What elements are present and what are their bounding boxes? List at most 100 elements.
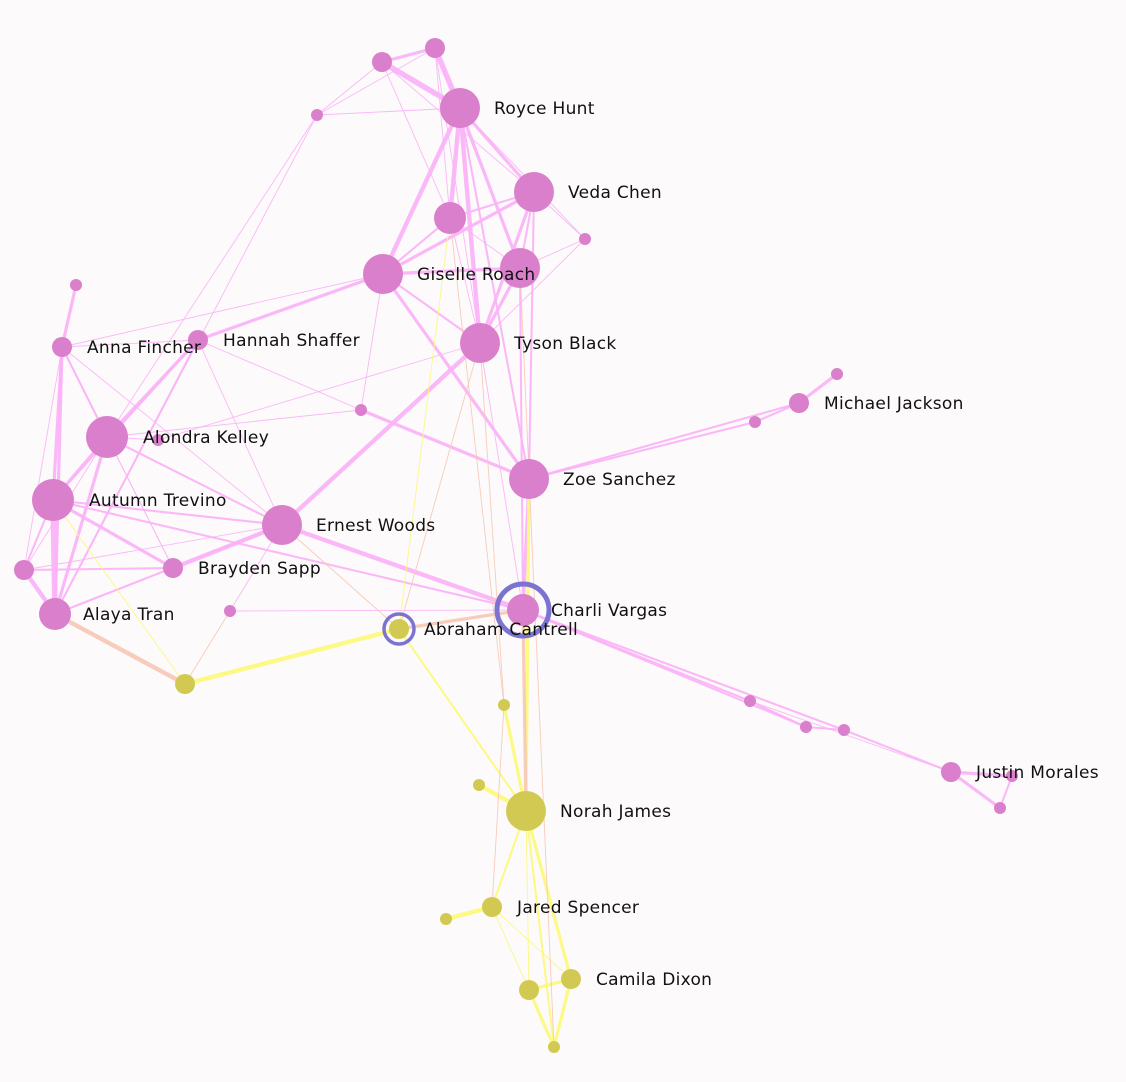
- node-n_top1[interactable]: [372, 52, 392, 72]
- edge-n_right1-tyson: [479, 238, 586, 344]
- node-label-charli: Charli Vargas: [551, 601, 667, 621]
- node-alaya[interactable]: [39, 598, 71, 630]
- edge-veda-giselle: [381, 190, 536, 276]
- node-n_small_center[interactable]: [224, 605, 236, 617]
- node-n_y2[interactable]: [473, 779, 485, 791]
- node-label-alondra: Alondra Kelley: [143, 428, 269, 448]
- node-n_right1[interactable]: [579, 233, 591, 245]
- edge-norah-camila: [524, 809, 573, 981]
- highlight-rings-layer: [382, 581, 552, 646]
- edge-charli-norah: [521, 608, 528, 813]
- node-label-zoe: Zoe Sanchez: [563, 470, 676, 490]
- edge-n_giselle2-charli: [518, 266, 525, 612]
- node-royce[interactable]: [440, 88, 480, 128]
- node-n_yellow_left[interactable]: [175, 674, 195, 694]
- edge-n_tl-alondra: [106, 114, 318, 438]
- edge-hannah-ernest: [197, 339, 283, 526]
- node-jared[interactable]: [482, 897, 502, 917]
- edges-layer: [21, 45, 1014, 1049]
- edge-royce-zoe: [458, 106, 531, 481]
- edge-ernest-abraham: [281, 524, 400, 630]
- node-n_y5[interactable]: [548, 1041, 560, 1053]
- node-n_y1[interactable]: [498, 699, 510, 711]
- node-n_chain1[interactable]: [744, 695, 756, 707]
- edge-jared-camila: [491, 906, 572, 980]
- edge-n_giselle2-n_y5: [519, 267, 555, 1048]
- edge-n_small_center-n_yellow_left: [184, 610, 231, 685]
- edge-alondra-ernest: [105, 435, 284, 527]
- node-giselle[interactable]: [363, 254, 403, 294]
- edge-alondra-alaya: [53, 435, 109, 616]
- edge-n_mid-tyson: [449, 217, 481, 344]
- edge-n_center-zoe: [359, 408, 531, 481]
- edge-n_y1-jared: [491, 704, 505, 908]
- edge-giselle-n_center: [360, 273, 384, 411]
- node-label-anna: Anna Fincher: [87, 338, 201, 358]
- edge-n_chain1-n_chain2: [748, 699, 808, 729]
- node-n_left_edge[interactable]: [14, 560, 34, 580]
- node-brayden[interactable]: [163, 558, 183, 578]
- node-autumn[interactable]: [32, 479, 74, 521]
- edge-n_chain1-justin: [749, 700, 952, 773]
- node-n_tl[interactable]: [311, 109, 323, 121]
- edge-n_chain3-justin: [842, 728, 953, 774]
- node-n_mj1[interactable]: [749, 416, 761, 428]
- node-n_mid[interactable]: [434, 202, 466, 234]
- node-n_giselle2[interactable]: [500, 248, 540, 288]
- node-n_far_left[interactable]: [70, 279, 82, 291]
- node-label-alaya: Alaya Tran: [83, 605, 175, 625]
- node-label-royce: Royce Hunt: [494, 99, 595, 119]
- node-n_y3[interactable]: [440, 913, 452, 925]
- edge-charli-n_chain2: [521, 608, 808, 729]
- node-n_y4[interactable]: [519, 980, 539, 1000]
- node-anna[interactable]: [52, 337, 72, 357]
- node-n_mj2[interactable]: [831, 368, 843, 380]
- node-michael[interactable]: [789, 393, 809, 413]
- edge-brayden-n_left_edge: [22, 566, 175, 572]
- edge-royce-n_giselle2: [458, 106, 522, 270]
- node-n_justin2[interactable]: [1006, 770, 1018, 782]
- edge-anna-ernest: [61, 346, 283, 526]
- node-zoe[interactable]: [509, 459, 549, 499]
- node-veda[interactable]: [514, 172, 554, 212]
- node-abraham[interactable]: [389, 619, 409, 639]
- edge-norah-n_y4: [525, 810, 530, 991]
- node-n_top2[interactable]: [425, 38, 445, 58]
- node-alondra[interactable]: [86, 416, 128, 458]
- node-norah[interactable]: [506, 791, 546, 831]
- edge-n_top2-n_tl: [316, 47, 436, 116]
- edge-brayden-alaya: [54, 567, 174, 615]
- edge-zoe-n_mj1: [527, 420, 757, 481]
- edge-n_top2-tyson: [434, 47, 481, 344]
- node-justin[interactable]: [941, 762, 961, 782]
- edge-veda-zoe: [527, 190, 536, 481]
- node-label-norah: Norah James: [560, 802, 671, 822]
- node-label-ernest: Ernest Woods: [316, 516, 435, 536]
- node-n_center[interactable]: [355, 404, 367, 416]
- node-n_chain3[interactable]: [838, 724, 850, 736]
- node-ernest[interactable]: [262, 505, 302, 545]
- edge-n_top1-n_tl: [316, 61, 383, 116]
- nodes-layer: [14, 38, 1018, 1053]
- edge-norah-n_y5: [524, 809, 556, 1049]
- node-tyson[interactable]: [460, 323, 500, 363]
- node-charli[interactable]: [507, 594, 539, 626]
- edge-tyson-ernest: [279, 340, 483, 528]
- edge-anna-hannah: [61, 339, 199, 348]
- node-label-abraham: Abraham Cantrell: [424, 620, 578, 640]
- edge-autumn-brayden: [51, 498, 175, 570]
- node-camila[interactable]: [561, 969, 581, 989]
- node-hannah[interactable]: [188, 330, 208, 350]
- node-label-justin: Justin Morales: [975, 763, 1099, 783]
- edge-abraham-n_yellow_left: [182, 626, 402, 687]
- edge-n_far_left-anna: [60, 283, 78, 349]
- edge-ernest-charli: [279, 522, 526, 613]
- edge-ernest-n_left_edge: [23, 524, 283, 571]
- node-n_alondra2[interactable]: [152, 434, 164, 446]
- node-n_justin3[interactable]: [994, 802, 1006, 814]
- edge-autumn-charli: [51, 498, 525, 612]
- node-n_chain2[interactable]: [800, 721, 812, 733]
